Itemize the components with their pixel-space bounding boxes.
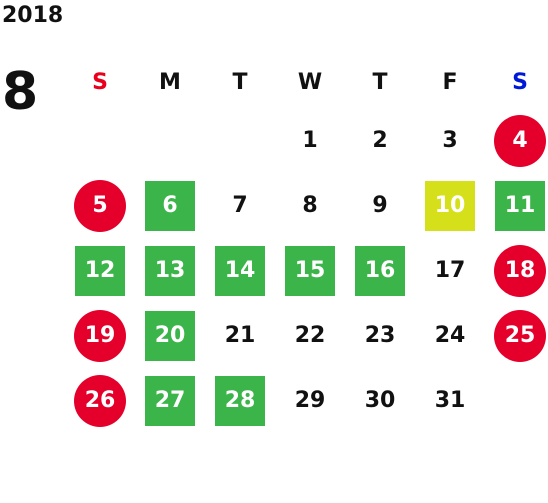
- day-cell: 3: [415, 108, 485, 173]
- day-cell: [205, 108, 275, 173]
- day-number: 1: [302, 128, 318, 153]
- day-number: 11: [495, 180, 545, 231]
- weekday-header-thursday: T: [372, 69, 388, 95]
- day-cell: 20: [135, 303, 205, 368]
- weekday-header-sunday: S: [92, 69, 108, 95]
- day-cell: [135, 108, 205, 173]
- day-number: 14: [215, 245, 265, 296]
- day-cell: 2: [345, 108, 415, 173]
- day-cell: 13: [135, 238, 205, 303]
- day-cell: [65, 108, 135, 173]
- day-cell: 11: [485, 173, 548, 238]
- year-label: 2018: [2, 3, 64, 28]
- day-number: 22: [294, 323, 326, 348]
- day-cell: 27: [135, 368, 205, 433]
- day-cell: 31: [415, 368, 485, 433]
- day-cell: 19: [65, 303, 135, 368]
- day-cell: 6: [135, 173, 205, 238]
- weekday-header-wednesday: W: [297, 69, 323, 95]
- day-number: 8: [302, 193, 318, 218]
- day-number: 29: [294, 388, 326, 413]
- day-number: 21: [224, 323, 256, 348]
- month-label: 8: [2, 62, 39, 122]
- day-cell: 15: [275, 238, 345, 303]
- day-number: 23: [364, 323, 396, 348]
- day-cell: 25: [485, 303, 548, 368]
- day-cell: 10: [415, 173, 485, 238]
- day-cell: 23: [345, 303, 415, 368]
- day-number: 25: [494, 309, 546, 362]
- day-number: 6: [145, 180, 195, 231]
- day-cell: 21: [205, 303, 275, 368]
- day-cell: 8: [275, 173, 345, 238]
- day-number: 16: [355, 245, 405, 296]
- day-number: 20: [145, 310, 195, 361]
- day-cell: 16: [345, 238, 415, 303]
- day-cell: 1: [275, 108, 345, 173]
- day-cell: 4: [485, 108, 548, 173]
- day-number: 30: [364, 388, 396, 413]
- day-cell: 14: [205, 238, 275, 303]
- day-cell: 18: [485, 238, 548, 303]
- day-cell: 7: [205, 173, 275, 238]
- day-number: 7: [232, 193, 248, 218]
- day-cell: 5: [65, 173, 135, 238]
- day-cell: 17: [415, 238, 485, 303]
- day-number: 18: [494, 244, 546, 297]
- day-cell: [485, 368, 548, 433]
- day-number: 4: [494, 114, 546, 167]
- day-cell: 28: [205, 368, 275, 433]
- day-cell: 9: [345, 173, 415, 238]
- day-number: 27: [145, 375, 195, 426]
- day-cell: 12: [65, 238, 135, 303]
- weekday-header-tuesday: T: [232, 69, 248, 95]
- day-number: 13: [145, 245, 195, 296]
- day-cell: 26: [65, 368, 135, 433]
- day-cell: 29: [275, 368, 345, 433]
- day-cell: 30: [345, 368, 415, 433]
- day-number: 15: [285, 245, 335, 296]
- day-number: 19: [74, 309, 126, 362]
- day-cell: 22: [275, 303, 345, 368]
- weekday-header-monday: M: [159, 69, 181, 95]
- day-number: 12: [75, 245, 125, 296]
- day-number: 3: [442, 128, 458, 153]
- weekday-header-friday: F: [442, 69, 458, 95]
- weekday-header-saturday: S: [512, 69, 528, 95]
- day-number: 24: [434, 323, 466, 348]
- day-number: 9: [372, 193, 388, 218]
- day-number: 26: [74, 374, 126, 427]
- day-number: 2: [372, 128, 388, 153]
- day-number: 10: [425, 180, 475, 231]
- day-number: 28: [215, 375, 265, 426]
- day-number: 31: [434, 388, 466, 413]
- day-number: 5: [74, 179, 126, 232]
- day-cell: 24: [415, 303, 485, 368]
- day-number: 17: [434, 258, 466, 283]
